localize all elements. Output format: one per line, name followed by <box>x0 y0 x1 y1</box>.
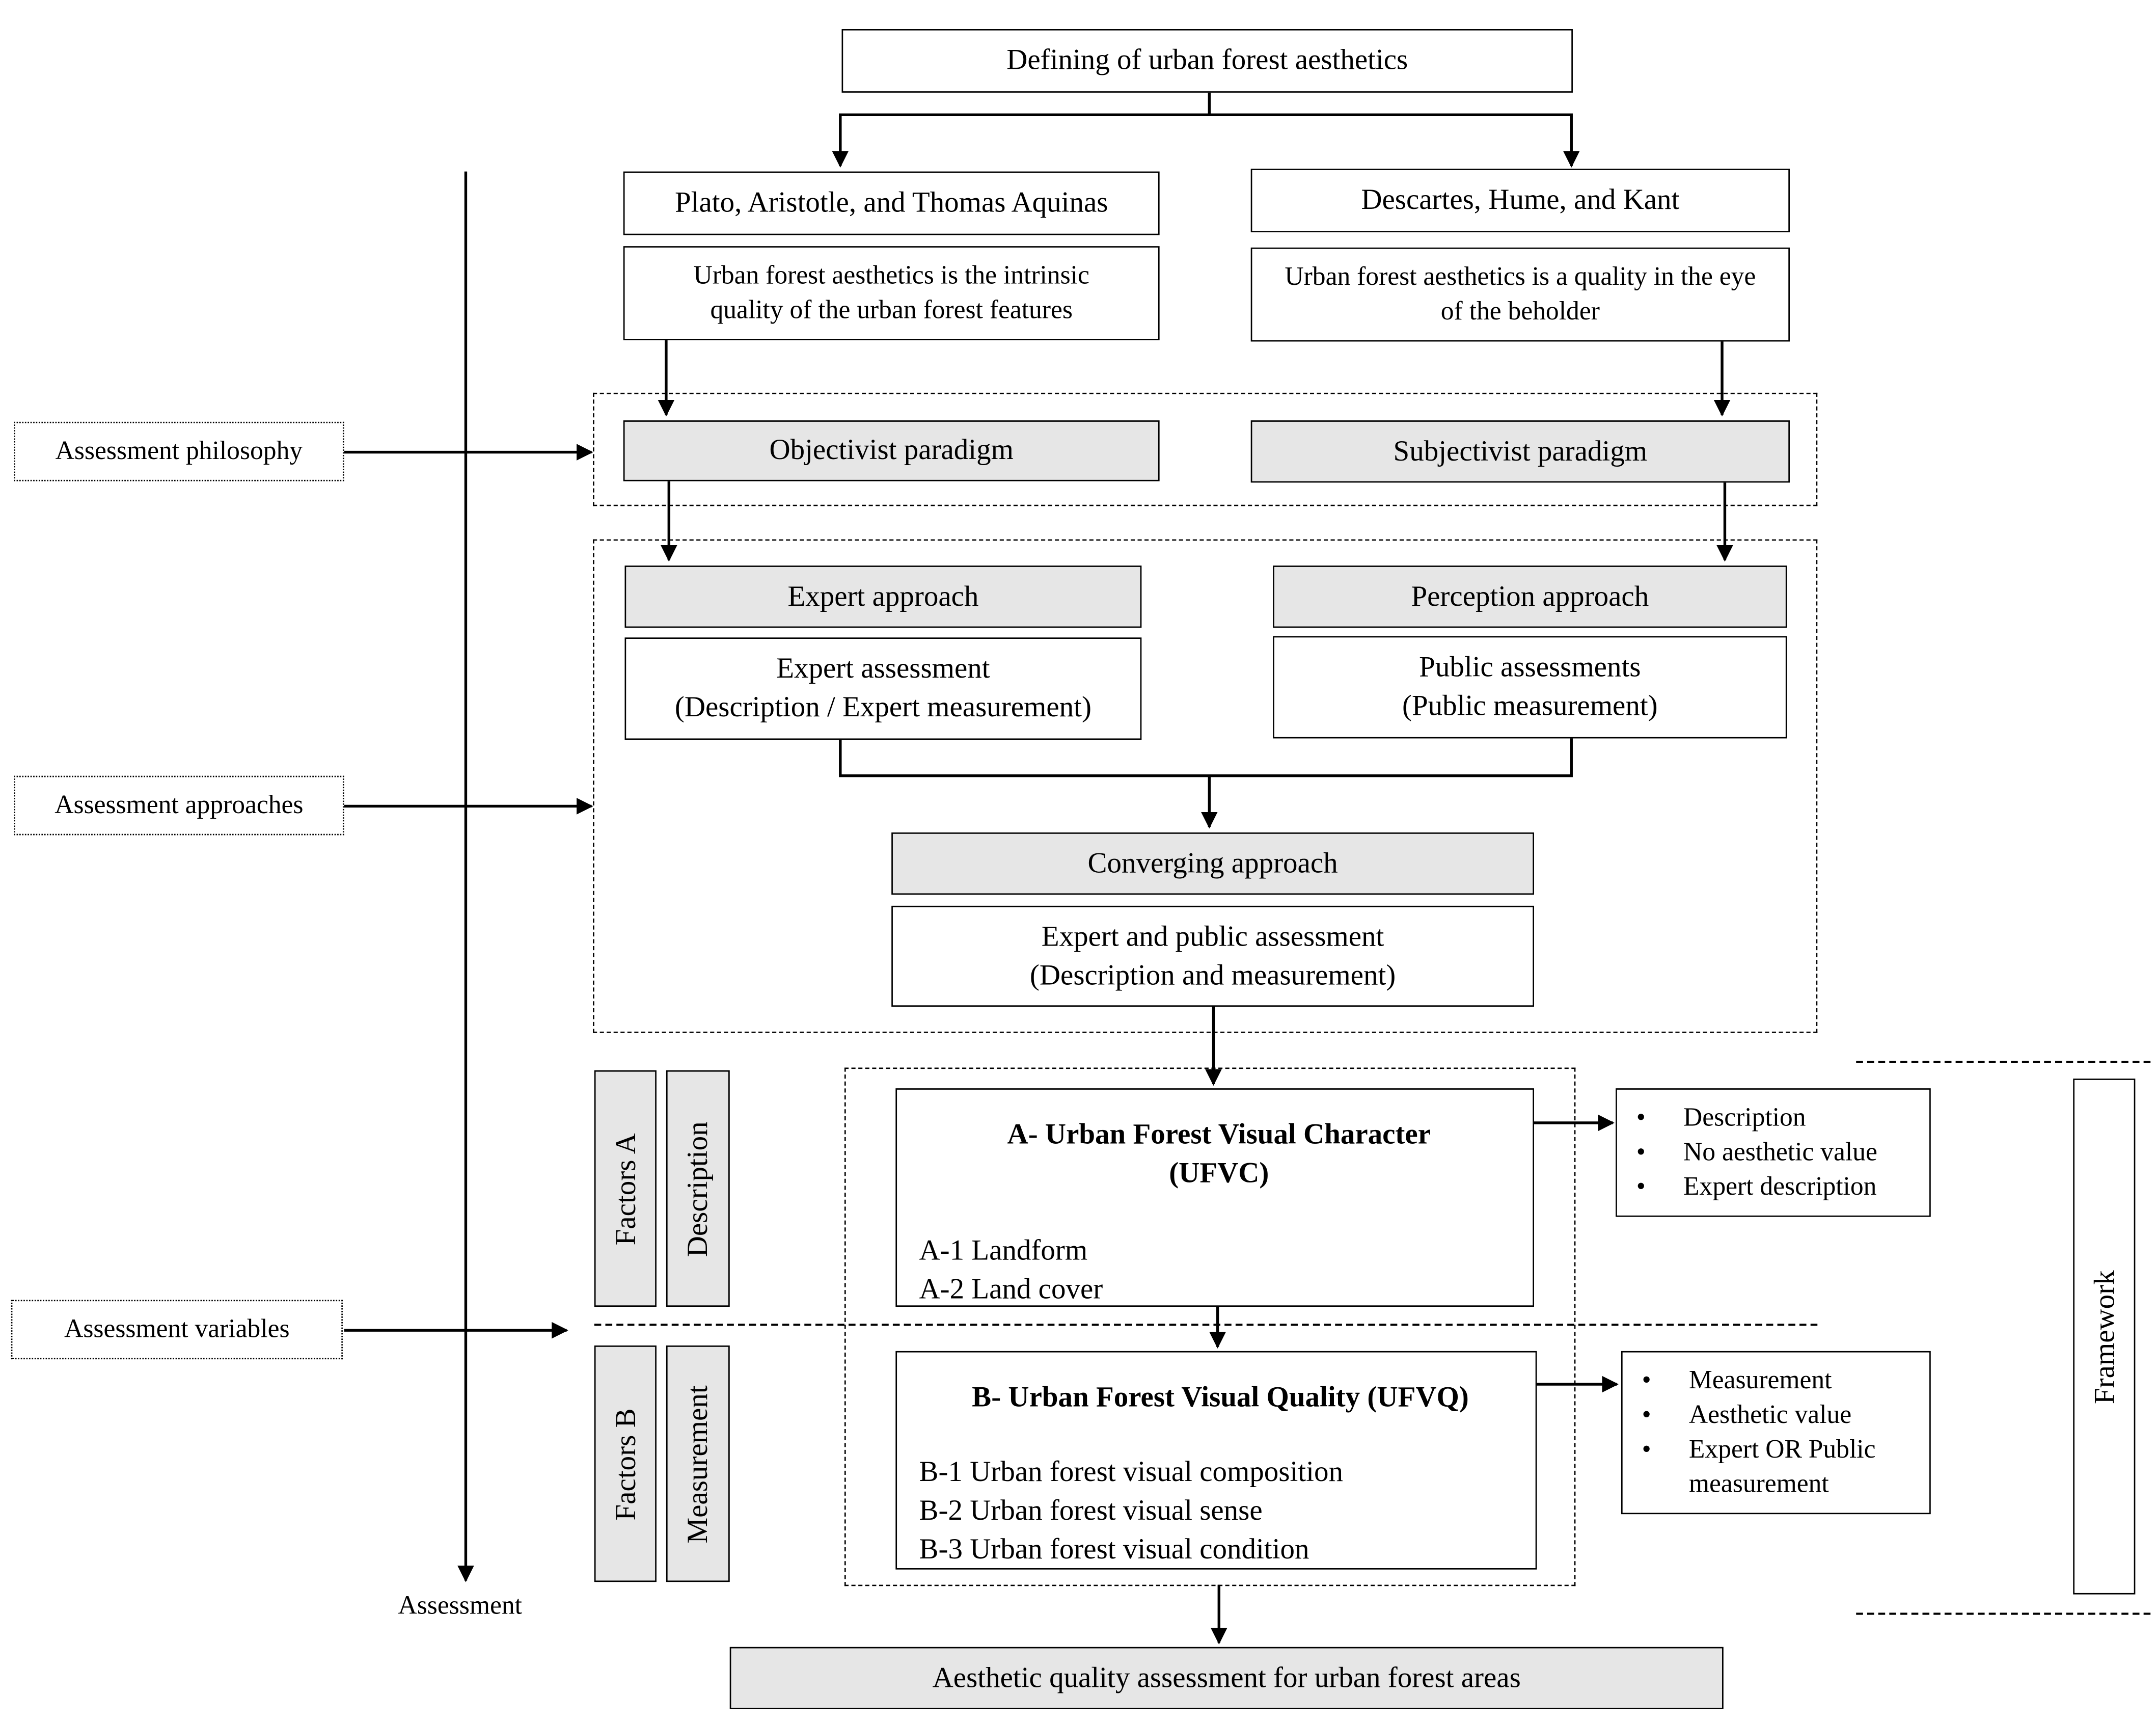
bullet-item: •No aesthetic value <box>1636 1136 1919 1170</box>
right-view-text: Urban forest aesthetics is a quality in … <box>1285 262 1756 327</box>
outcome-box: Aesthetic quality assessment for urban f… <box>729 1647 1724 1709</box>
bullet-aesthetic-value: Aesthetic value <box>1688 1401 1852 1430</box>
factors-a-text: Factors A <box>608 1132 642 1245</box>
description-box: Description <box>666 1070 730 1307</box>
right-philosophers-box: Descartes, Hume, and Kant <box>1250 169 1790 233</box>
framework-label-box: Framework <box>2073 1079 2136 1595</box>
bullet-item: •Measurement <box>1642 1363 1919 1398</box>
public-assessment-line1: Public assessments <box>1419 650 1641 684</box>
defining-box: Defining of urban forest aesthetics <box>841 29 1573 93</box>
merge-line <box>839 738 1573 777</box>
ufvc-box: A- Urban Forest Visual Character (UFVC) … <box>895 1088 1534 1307</box>
measurement-box: Measurement <box>666 1345 730 1582</box>
right-philosophers-text: Descartes, Hume, and Kant <box>1361 182 1680 216</box>
bullet-no-aesthetic-value: No aesthetic value <box>1683 1138 1877 1168</box>
converging-approach-text: Converging approach <box>1087 846 1338 879</box>
bullet-item: •Aesthetic value <box>1642 1398 1919 1433</box>
framework-group <box>844 1067 1576 1586</box>
framework-text: Framework <box>2087 1269 2120 1404</box>
ufvq-box: B- Urban Forest Visual Quality (UFVQ) B-… <box>895 1351 1537 1570</box>
converging-assessment-line2: (Description and measurement) <box>1029 957 1396 991</box>
paradigm-group <box>593 392 1818 506</box>
outcome-text: Aesthetic quality assessment for urban f… <box>932 1660 1521 1694</box>
ufvq-item-sense: B-2 Urban forest visual sense <box>919 1494 1263 1527</box>
ufvq-title: B- Urban Forest Visual Quality (UFVQ) <box>972 1380 1469 1414</box>
bullet-expert-description: Expert description <box>1683 1173 1877 1202</box>
factors-b-box: Factors B <box>594 1345 657 1582</box>
ufvq-item-composition: B-1 Urban forest visual composition <box>919 1455 1343 1488</box>
ufvq-bullets-box: •Measurement •Aesthetic value •Expert OR… <box>1621 1351 1931 1515</box>
assessment-approaches-label: Assessment approaches <box>14 775 344 836</box>
bullet-measurement: Measurement <box>1688 1366 1832 1395</box>
bullet-item: •Expert description <box>1636 1170 1919 1205</box>
public-assessment-box: Public assessments (Public measurement) <box>1273 636 1787 739</box>
factors-b-text: Factors B <box>608 1408 642 1520</box>
subjectivist-text: Subjectivist paradigm <box>1393 434 1648 467</box>
bullet-item: •Expert OR Public measurement <box>1642 1433 1919 1502</box>
public-assessment-line2: (Public measurement) <box>1402 688 1658 722</box>
converging-assessment-box: Expert and public assessment (Descriptio… <box>891 905 1534 1007</box>
perception-approach-box: Perception approach <box>1273 566 1787 628</box>
right-view-box: Urban forest aesthetics is a quality in … <box>1250 247 1790 342</box>
expert-approach-box: Expert approach <box>624 566 1142 628</box>
bullet-description: Description <box>1683 1103 1806 1133</box>
assessment-variables-text: Assessment variables <box>64 1315 290 1344</box>
subjectivist-box: Subjectivist paradigm <box>1250 420 1790 483</box>
left-philosophers-text: Plato, Aristotle, and Thomas Aquinas <box>674 185 1108 219</box>
perception-approach-text: Perception approach <box>1411 579 1649 612</box>
ufvc-title-line1: A- Urban Forest Visual Character <box>1007 1117 1431 1151</box>
objectivist-text: Objectivist paradigm <box>769 433 1014 467</box>
left-philosophers-box: Plato, Aristotle, and Thomas Aquinas <box>623 171 1160 235</box>
bullet-expert-or-public: Expert OR Public measurement <box>1688 1435 1876 1499</box>
assessment-approaches-text: Assessment approaches <box>54 791 304 820</box>
description-text: Description <box>680 1120 714 1256</box>
converging-approach-box: Converging approach <box>891 832 1534 895</box>
expert-assessment-line1: Expert assessment <box>776 652 990 685</box>
expert-assessment-line2: (Description / Expert measurement) <box>674 690 1091 723</box>
assessment-philosophy-label: Assessment philosophy <box>14 421 344 481</box>
assessment-philosophy-text: Assessment philosophy <box>55 437 303 466</box>
arrow-top-right <box>1209 113 1580 168</box>
measurement-text: Measurement <box>680 1384 714 1543</box>
arrow-top-left <box>832 91 1211 168</box>
defining-text: Defining of urban forest aesthetics <box>1006 43 1408 76</box>
factors-a-box: Factors A <box>594 1070 657 1307</box>
assessment-axis-label: Assessment <box>398 1592 522 1621</box>
ufvc-bullets-box: •Description •No aesthetic value •Expert… <box>1616 1088 1931 1217</box>
ufvc-item-land-cover: A-2 Land cover <box>919 1273 1103 1306</box>
approaches-group <box>593 539 1818 1033</box>
expert-approach-text: Expert approach <box>787 579 979 612</box>
assessment-variables-label: Assessment variables <box>11 1300 343 1360</box>
ufvc-title-line2: (UFVC) <box>1169 1156 1269 1190</box>
left-view-text: Urban forest aesthetics is the intrinsic… <box>693 261 1089 325</box>
left-view-box: Urban forest aesthetics is the intrinsic… <box>623 246 1160 340</box>
expert-assessment-box: Expert assessment (Description / Expert … <box>624 637 1142 740</box>
ufvc-item-landform: A-1 Landform <box>919 1233 1088 1267</box>
ufvq-item-condition: B-3 Urban forest visual condition <box>919 1532 1309 1566</box>
bullet-item: •Description <box>1636 1101 1919 1136</box>
converging-assessment-line1: Expert and public assessment <box>1041 919 1384 953</box>
objectivist-box: Objectivist paradigm <box>623 420 1160 481</box>
